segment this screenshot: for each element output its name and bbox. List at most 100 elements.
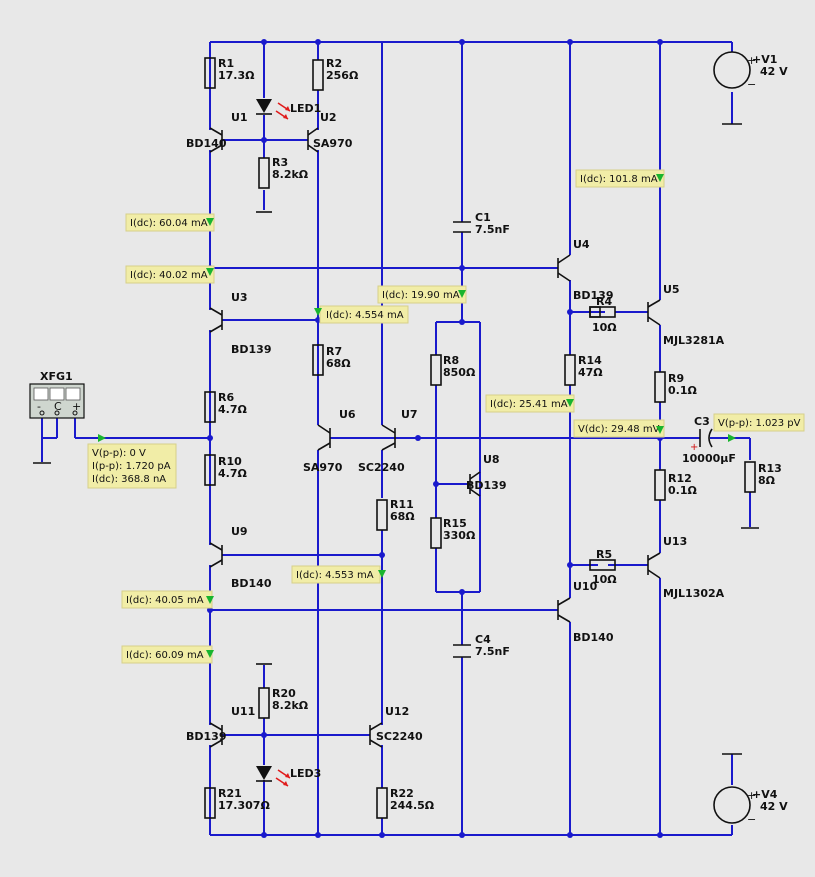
u5-part: MJL3281A — [663, 334, 725, 347]
probe-5[interactable]: I(dc): 101.8 mA — [575, 169, 665, 188]
u11-part: BD139 — [186, 730, 226, 743]
probe-7[interactable]: V(dc): 29.48 mV — [573, 419, 665, 438]
r14-ref: R14 — [578, 354, 602, 367]
r11-ref: R11 — [390, 498, 414, 511]
r15-value: 330Ω — [443, 529, 476, 542]
svg-text:I(p-p): 1.720 pA: I(p-p): 1.720 pA — [92, 461, 171, 472]
probe-11[interactable]: I(dc): 40.05 mA — [121, 590, 214, 609]
u10-part: BD140 — [573, 631, 614, 644]
voltage-source-v4: +− — [713, 786, 756, 826]
generator-ref: XFG1 — [40, 370, 73, 383]
u7-part: SC2240 — [358, 461, 405, 474]
svg-text:V(p-p): 1.023 pV: V(p-p): 1.023 pV — [718, 418, 801, 429]
probe-2[interactable]: I(dc): 40.02 mA — [125, 265, 215, 284]
u4-ref: U4 — [573, 238, 590, 251]
svg-text:I(dc): 60.09 mA: I(dc): 60.09 mA — [126, 650, 204, 661]
c1-value: 7.5nF — [475, 223, 510, 236]
probe-8[interactable]: V(p-p): 1.023 pV — [713, 413, 805, 442]
u8-ref: U8 — [483, 453, 500, 466]
svg-text:-: - — [37, 400, 41, 413]
wires — [41, 41, 751, 836]
u13-ref: U13 — [663, 535, 687, 548]
r10-value: 4.7Ω — [218, 467, 247, 480]
r6-ref: R6 — [218, 391, 234, 404]
v4-value: 42 V — [760, 800, 788, 813]
u12-ref: U12 — [385, 705, 409, 718]
r5-value: 10Ω — [592, 573, 617, 586]
svg-text:−: − — [747, 813, 756, 826]
r8-value: 850Ω — [443, 366, 476, 379]
probe-6[interactable]: I(dc): 25.41 mA — [485, 394, 575, 413]
probe-3[interactable]: I(dc): 4.554 mA — [314, 305, 409, 324]
r8-ref: R8 — [443, 354, 459, 367]
r21-value: 17.307Ω — [218, 799, 270, 812]
r15-ref: R15 — [443, 517, 467, 530]
c4-value: 7.5nF — [475, 645, 510, 658]
svg-text:I(dc): 4.553 mA: I(dc): 4.553 mA — [296, 570, 374, 581]
c1-ref: C1 — [475, 211, 491, 224]
capacitor-symbols: + — [453, 221, 713, 658]
r12-ref: R12 — [668, 472, 692, 485]
u6-ref: U6 — [339, 408, 356, 421]
resistor-symbols — [204, 57, 756, 819]
v1-ref: +V1 — [752, 53, 777, 66]
u1-ref: U1 — [231, 111, 248, 124]
r1-ref: R1 — [218, 57, 234, 70]
r20-ref: R20 — [272, 687, 296, 700]
r3-ref: R3 — [272, 156, 288, 169]
svg-text:I(dc): 40.02 mA: I(dc): 40.02 mA — [130, 270, 208, 281]
function-generator[interactable]: XFG1 - C + — [29, 370, 85, 419]
svg-text:V(dc): 29.48 mV: V(dc): 29.48 mV — [578, 424, 660, 435]
u7-ref: U7 — [401, 408, 418, 421]
u3-part: BD139 — [231, 343, 271, 356]
r5-ref: R5 — [596, 548, 612, 561]
probes: I(dc): 60.04 mA I(dc): 40.02 mA I(dc): 4… — [87, 169, 805, 664]
r9-ref: R9 — [668, 372, 684, 385]
probe-4[interactable]: I(dc): 19.90 mA — [377, 285, 467, 304]
r20-value: 8.2kΩ — [272, 699, 309, 712]
r22-ref: R22 — [390, 787, 414, 800]
u6-part: SA970 — [303, 461, 343, 474]
r13-value: 8Ω — [758, 474, 776, 487]
r9-value: 0.1Ω — [668, 384, 697, 397]
u2-ref: U2 — [320, 111, 337, 124]
r21-ref: R21 — [218, 787, 242, 800]
r10-ref: R10 — [218, 455, 242, 468]
r13-ref: R13 — [758, 462, 782, 475]
u9-ref: U9 — [231, 525, 248, 538]
u4-part: BD139 — [573, 289, 613, 302]
probe-9[interactable]: V(p-p): 0 V I(p-p): 1.720 pA I(dc): 368.… — [87, 434, 177, 489]
r4-ref: R4 — [596, 295, 612, 308]
u1-part: BD140 — [186, 137, 227, 150]
svg-text:I(dc): 101.8 mA: I(dc): 101.8 mA — [580, 174, 658, 185]
probe-10[interactable]: I(dc): 4.553 mA — [291, 565, 386, 584]
r7-ref: R7 — [326, 345, 342, 358]
r4-value: 10Ω — [592, 321, 617, 334]
v1-value: 42 V — [760, 65, 788, 78]
svg-text:−: − — [747, 78, 756, 91]
u10-ref: U10 — [573, 580, 598, 593]
r11-value: 68Ω — [390, 510, 415, 523]
u11-ref: U11 — [231, 705, 255, 718]
svg-text:I(dc): 60.04 mA: I(dc): 60.04 mA — [130, 218, 208, 229]
probe-12[interactable]: I(dc): 60.09 mA — [121, 645, 214, 664]
r22-value: 244.5Ω — [390, 799, 435, 812]
svg-text:I(dc): 25.41 mA: I(dc): 25.41 mA — [490, 399, 568, 410]
ground-symbols — [33, 123, 759, 755]
u9-part: BD140 — [231, 577, 272, 590]
r3-value: 8.2kΩ — [272, 168, 309, 181]
c4-ref: C4 — [475, 633, 491, 646]
probe-1[interactable]: I(dc): 60.04 mA — [125, 213, 215, 232]
svg-text:C: C — [54, 400, 62, 413]
r2-ref: R2 — [326, 57, 342, 70]
r14-value: 47Ω — [578, 366, 603, 379]
transistor-symbols — [209, 127, 661, 748]
voltage-source-v1: +− — [713, 51, 756, 91]
svg-text:V(p-p): 0 V: V(p-p): 0 V — [92, 448, 146, 459]
svg-text:+: + — [72, 400, 81, 413]
u12-part: SC2240 — [376, 730, 423, 743]
u5-ref: U5 — [663, 283, 680, 296]
r1-value: 17.3Ω — [218, 69, 255, 82]
svg-text:+: + — [690, 442, 698, 453]
